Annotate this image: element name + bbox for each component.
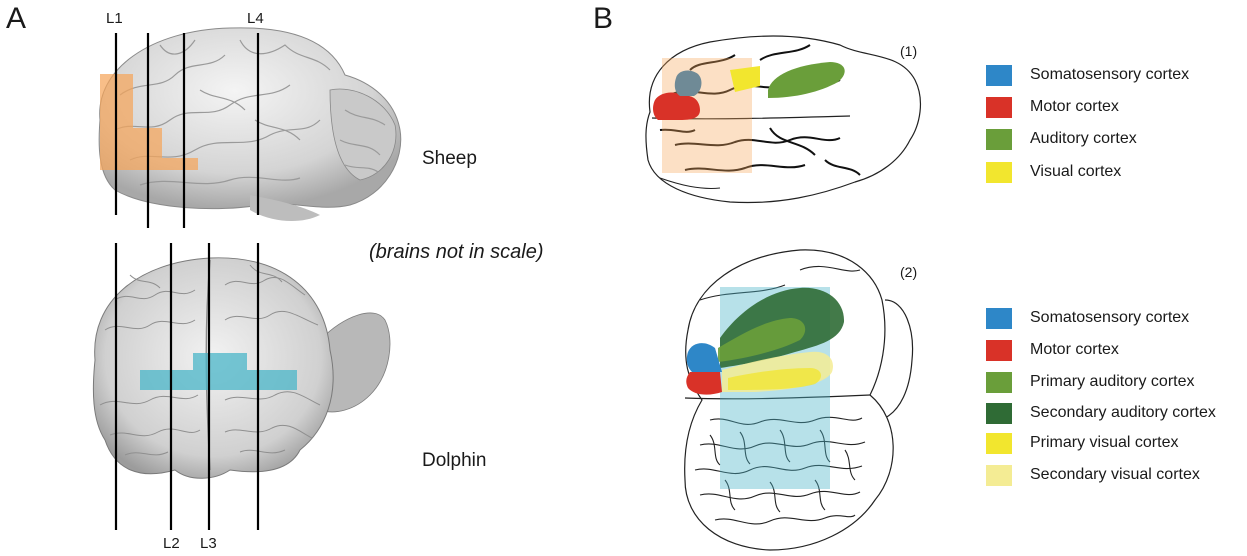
legend-1-swatch-auditory — [986, 129, 1012, 150]
dolphin-map — [685, 250, 913, 550]
legend-2-item-primary-auditory: Primary auditory cortex — [986, 372, 1195, 392]
legend-2-label: Secondary auditory cortex — [1030, 404, 1216, 422]
sheep-brain-illustration — [0, 0, 620, 556]
legend-2-swatch-somatosensory — [986, 308, 1012, 329]
legend-1-swatch-visual — [986, 162, 1012, 183]
legend-2-item-secondary-visual: Secondary visual cortex — [986, 465, 1200, 485]
dolphin-label: Dolphin — [422, 450, 486, 472]
legend-1-swatch-motor — [986, 97, 1012, 118]
scale-note: (brains not in scale) — [369, 241, 544, 264]
legend-1-item-motor: Motor cortex — [986, 97, 1119, 117]
line-label-l2: L2 — [163, 535, 180, 552]
sheep-brain — [99, 28, 401, 221]
legend-1-item-visual: Visual cortex — [986, 162, 1121, 182]
legend-2-label: Motor cortex — [1030, 341, 1119, 359]
legend-2-swatch-secondary-visual — [986, 465, 1012, 486]
legend-2-label: Secondary visual cortex — [1030, 466, 1200, 484]
legend-1-item-somatosensory: Somatosensory cortex — [986, 65, 1189, 85]
legend-2-item-motor: Motor cortex — [986, 340, 1119, 360]
legend-1-swatch-somatosensory — [986, 65, 1012, 86]
line-label-l1: L1 — [106, 10, 123, 27]
brain-maps — [600, 0, 960, 556]
dolphin-brain — [93, 258, 390, 478]
legend-1-label: Auditory cortex — [1030, 130, 1137, 148]
legend-2-item-somatosensory: Somatosensory cortex — [986, 308, 1189, 328]
legend-1-item-auditory: Auditory cortex — [986, 129, 1137, 149]
legend-2-swatch-motor — [986, 340, 1012, 361]
legend-1-label: Motor cortex — [1030, 98, 1119, 116]
legend-1-label: Visual cortex — [1030, 163, 1121, 181]
legend-2-item-primary-visual: Primary visual cortex — [986, 433, 1178, 453]
legend-2-label: Primary visual cortex — [1030, 434, 1178, 452]
sheep-label: Sheep — [422, 148, 477, 170]
legend-2-swatch-primary-visual — [986, 433, 1012, 454]
sheep-map — [646, 36, 920, 203]
line-label-l4: L4 — [247, 10, 264, 27]
legend-2-swatch-primary-auditory — [986, 372, 1012, 393]
legend-2-swatch-secondary-auditory — [986, 403, 1012, 424]
legend-2-item-secondary-auditory: Secondary auditory cortex — [986, 403, 1216, 423]
legend-1-label: Somatosensory cortex — [1030, 66, 1189, 84]
legend-2-label: Somatosensory cortex — [1030, 309, 1189, 327]
legend-2-label: Primary auditory cortex — [1030, 373, 1195, 391]
line-label-l3: L3 — [200, 535, 217, 552]
